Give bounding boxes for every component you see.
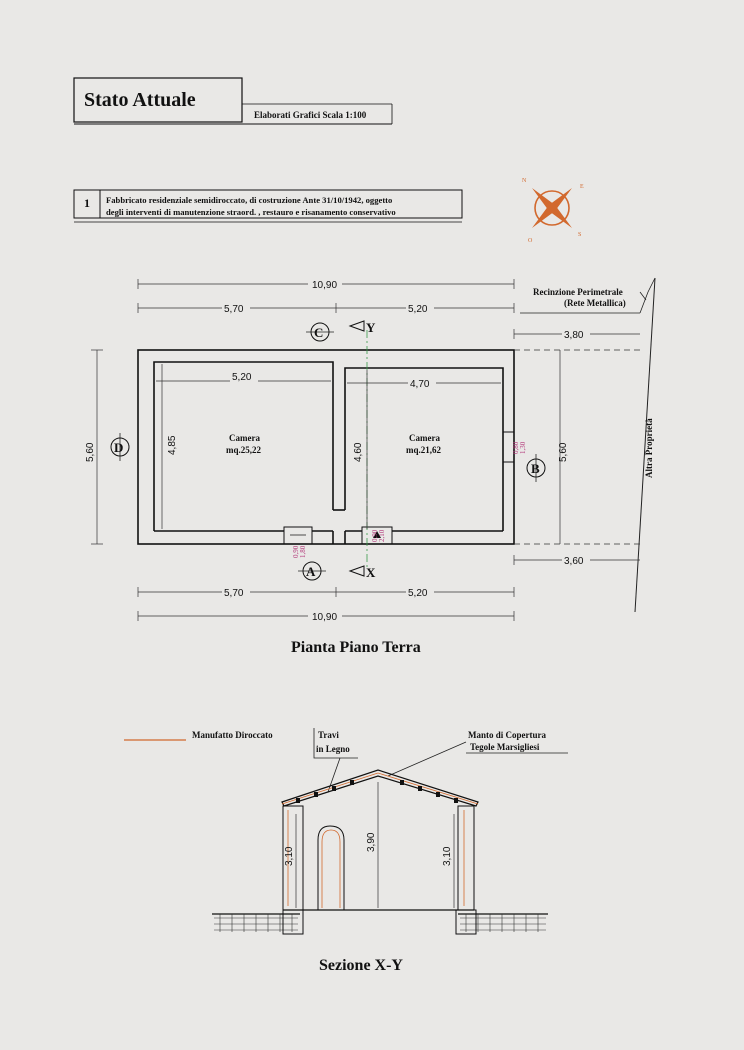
neighbor-label: Altra Proprietà	[644, 418, 654, 478]
plan-dimensions-bottom: 3,60 5,70 5,20 10,90	[137, 553, 640, 623]
foundation-left	[282, 909, 304, 935]
opening-b-bottom: 1,30	[519, 441, 527, 454]
marker-c-label: C	[314, 325, 323, 340]
marker-d: D	[110, 433, 130, 461]
marker-y-arrow-icon	[348, 320, 365, 332]
fence-annotation: Recinzione Perimetrale (Rete Metallica)	[520, 277, 656, 314]
roof-beams	[296, 780, 458, 803]
dim-bottom-left: 5,70	[224, 588, 244, 599]
section-height-left: 3,10	[284, 846, 295, 866]
compass-e: E	[580, 184, 584, 190]
marker-x-arrow-icon	[348, 565, 365, 577]
marker-a: A	[298, 561, 326, 581]
room2-name: Camera	[409, 433, 440, 443]
dim-bottom-right: 5,20	[408, 588, 428, 599]
roof	[281, 769, 479, 807]
window-b	[502, 431, 515, 463]
outer-wall	[137, 349, 515, 545]
door-x	[361, 526, 393, 545]
neighbor-boundary-line	[634, 277, 656, 613]
room1-inner-wall	[153, 361, 334, 531]
marker-d-label: D	[114, 440, 123, 455]
plan-walls	[137, 349, 515, 545]
opening-b-top: 0,80	[512, 441, 520, 454]
plan-dimensions-inner: 5,20 4,70 4,85 4,60	[156, 364, 501, 529]
title-box	[73, 77, 243, 123]
travi-line2: in Legno	[316, 744, 350, 754]
description-line2: degli interventi di manutenzione straord…	[106, 207, 396, 217]
section-title: Sezione X-Y	[319, 957, 403, 974]
plan-dimensions-side: 5,60 5,60	[85, 349, 640, 545]
section-height-center: 3,90	[366, 832, 377, 852]
section-right-wall	[457, 805, 475, 911]
marker-x-label: X	[366, 565, 376, 580]
dim-top-left: 5,70	[224, 304, 244, 315]
compass-n: N	[522, 178, 527, 184]
opening-a-top: 0,90	[292, 545, 300, 558]
opening-a-bottom: 1,80	[299, 545, 307, 558]
compass-o: O	[528, 238, 533, 244]
section-legend: Manufatto Diroccato	[124, 730, 273, 741]
manto-line1: Manto di Copertura	[468, 730, 546, 740]
title-block: Stato Attuale Elaborati Grafici Scala 1:…	[73, 77, 393, 125]
dim-room2-height: 4,60	[353, 442, 364, 462]
subtitle-text: Elaborati Grafici Scala 1:100	[254, 110, 367, 120]
manto-line2: Tegole Marsigliesi	[470, 742, 540, 752]
opening-door-bottom: 2,10	[378, 529, 386, 542]
plan-dimensions-top: 10,90 5,70 5,20 3,80	[137, 277, 640, 341]
section-height-right: 3,10	[442, 846, 453, 866]
description-line1: Fabbricato residenziale semidiroccato, d…	[106, 195, 392, 205]
travi-line1: Travi	[318, 730, 339, 740]
dim-side-left: 5,60	[85, 442, 96, 462]
marker-y-label: Y	[366, 320, 376, 335]
marker-b-label: B	[531, 461, 540, 476]
dim-top-right-ext: 3,80	[564, 330, 584, 341]
dim-side-right: 5,60	[558, 442, 569, 462]
dim-top-right: 5,20	[408, 304, 428, 315]
section-drawing: 3,10 3,90 3,10	[212, 769, 548, 935]
ruined-wall	[317, 825, 345, 910]
dim-room2-width: 4,70	[410, 379, 430, 390]
dim-bottom-total: 10,90	[312, 612, 337, 623]
compass-rose-icon: N E S O	[522, 178, 584, 244]
marker-y: Y	[348, 320, 376, 335]
dim-room1-width: 5,20	[232, 372, 252, 383]
dim-top-total: 10,90	[312, 280, 337, 291]
manto-annotation: Manto di Copertura Tegole Marsigliesi	[387, 730, 568, 777]
legend-label: Manufatto Diroccato	[192, 730, 273, 740]
marker-a-label: A	[306, 564, 316, 579]
ground-hatch	[214, 914, 546, 932]
title-text: Stato Attuale	[84, 89, 196, 111]
window-a	[283, 526, 313, 545]
dim-bottom-right-ext: 3,60	[564, 556, 584, 567]
neighbor-boundary: Altra Proprietà	[634, 277, 656, 613]
room1-area: mq.25,22	[226, 445, 262, 455]
marker-x: X	[348, 565, 376, 580]
description-block: 1 Fabbricato residenziale semidiroccato,…	[73, 189, 463, 223]
compass-s: S	[578, 232, 581, 238]
fence-line1: Recinzione Perimetrale	[533, 287, 623, 297]
description-number: 1	[84, 196, 90, 210]
opening-door-top: 0,90	[371, 529, 379, 542]
description-box	[73, 189, 463, 219]
room2-area: mq.21,62	[406, 445, 442, 455]
fence-line2: (Rete Metallica)	[564, 298, 626, 308]
dim-room1-height: 4,85	[167, 435, 178, 455]
foundation-right	[455, 909, 477, 935]
marker-c: C	[306, 322, 334, 342]
door-arrow-icon	[373, 531, 381, 538]
marker-b: B	[526, 454, 546, 482]
room1-name: Camera	[229, 433, 260, 443]
plan-title: Pianta Piano Terra	[291, 639, 421, 656]
